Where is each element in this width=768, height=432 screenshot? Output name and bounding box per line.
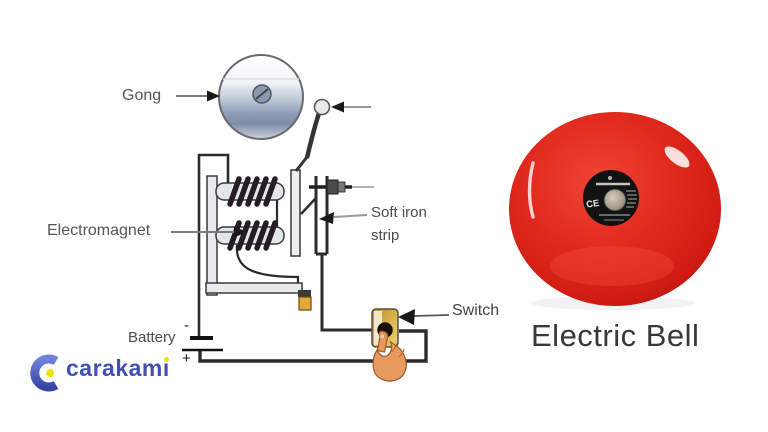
battery-minus-sign: - <box>184 317 189 334</box>
circuit-wires <box>197 153 428 363</box>
bracket-brace <box>300 197 317 215</box>
coil-winding-top <box>227 176 278 207</box>
fingernail <box>379 333 385 340</box>
battery-plus-sign: + <box>182 350 191 367</box>
electric-bell-caption: Electric Bell <box>531 318 700 353</box>
label-arrows <box>171 90 450 325</box>
switch-arrowhead <box>398 309 415 325</box>
carakami-logo-icon <box>30 354 59 392</box>
electromagnet-label: Electromagnet <box>47 222 151 239</box>
switch-arrow-line <box>413 314 450 317</box>
gong-arrowhead <box>207 90 220 102</box>
strip-arm-joint <box>294 156 309 172</box>
bell-label-print <box>596 176 637 221</box>
base-frame <box>205 282 303 294</box>
battery-label: Battery <box>128 329 176 346</box>
battery-symbol <box>182 336 223 352</box>
bell-bottom-sheen <box>550 246 674 286</box>
logo-c-icon <box>30 354 59 392</box>
hammer <box>304 98 331 159</box>
gong-label: Gong <box>122 87 162 104</box>
softiron-arrow-line <box>333 214 368 218</box>
hammer-arm <box>304 112 322 159</box>
pressing-finger <box>372 330 407 382</box>
carakami-logo-text: carakami <box>66 355 170 381</box>
ce-mark: CE <box>585 198 600 211</box>
wire-battery-to-switch <box>198 329 428 363</box>
armature-assembly <box>290 156 374 257</box>
knuckle-lines <box>391 343 405 358</box>
hand <box>372 340 407 382</box>
bell-hub <box>603 188 627 212</box>
contact-cap <box>298 290 311 297</box>
contact-screw <box>309 179 374 195</box>
soft-iron-strip-label: Soft iron strip <box>371 204 427 244</box>
switch-label: Switch <box>452 302 500 319</box>
hammer-arrowhead <box>331 101 344 113</box>
softiron-arrowhead <box>319 212 334 224</box>
electric-bell-photo: CE <box>509 112 721 310</box>
wire-contact-to-switch <box>320 254 373 332</box>
gong-screw-slot <box>255 88 269 100</box>
bell-highlight-right <box>664 146 690 168</box>
wire-coil-curve <box>235 244 300 284</box>
bell-highlight-left <box>527 161 535 219</box>
logo-yellow-dot <box>46 369 54 377</box>
electromagnet-arrowhead <box>234 226 247 238</box>
hammer-ball <box>313 98 331 116</box>
soft-iron-strip-bar <box>290 169 301 257</box>
gong-bell <box>218 54 304 140</box>
contact-adjuster <box>298 296 312 311</box>
wire-battery-to-coil <box>197 153 230 338</box>
